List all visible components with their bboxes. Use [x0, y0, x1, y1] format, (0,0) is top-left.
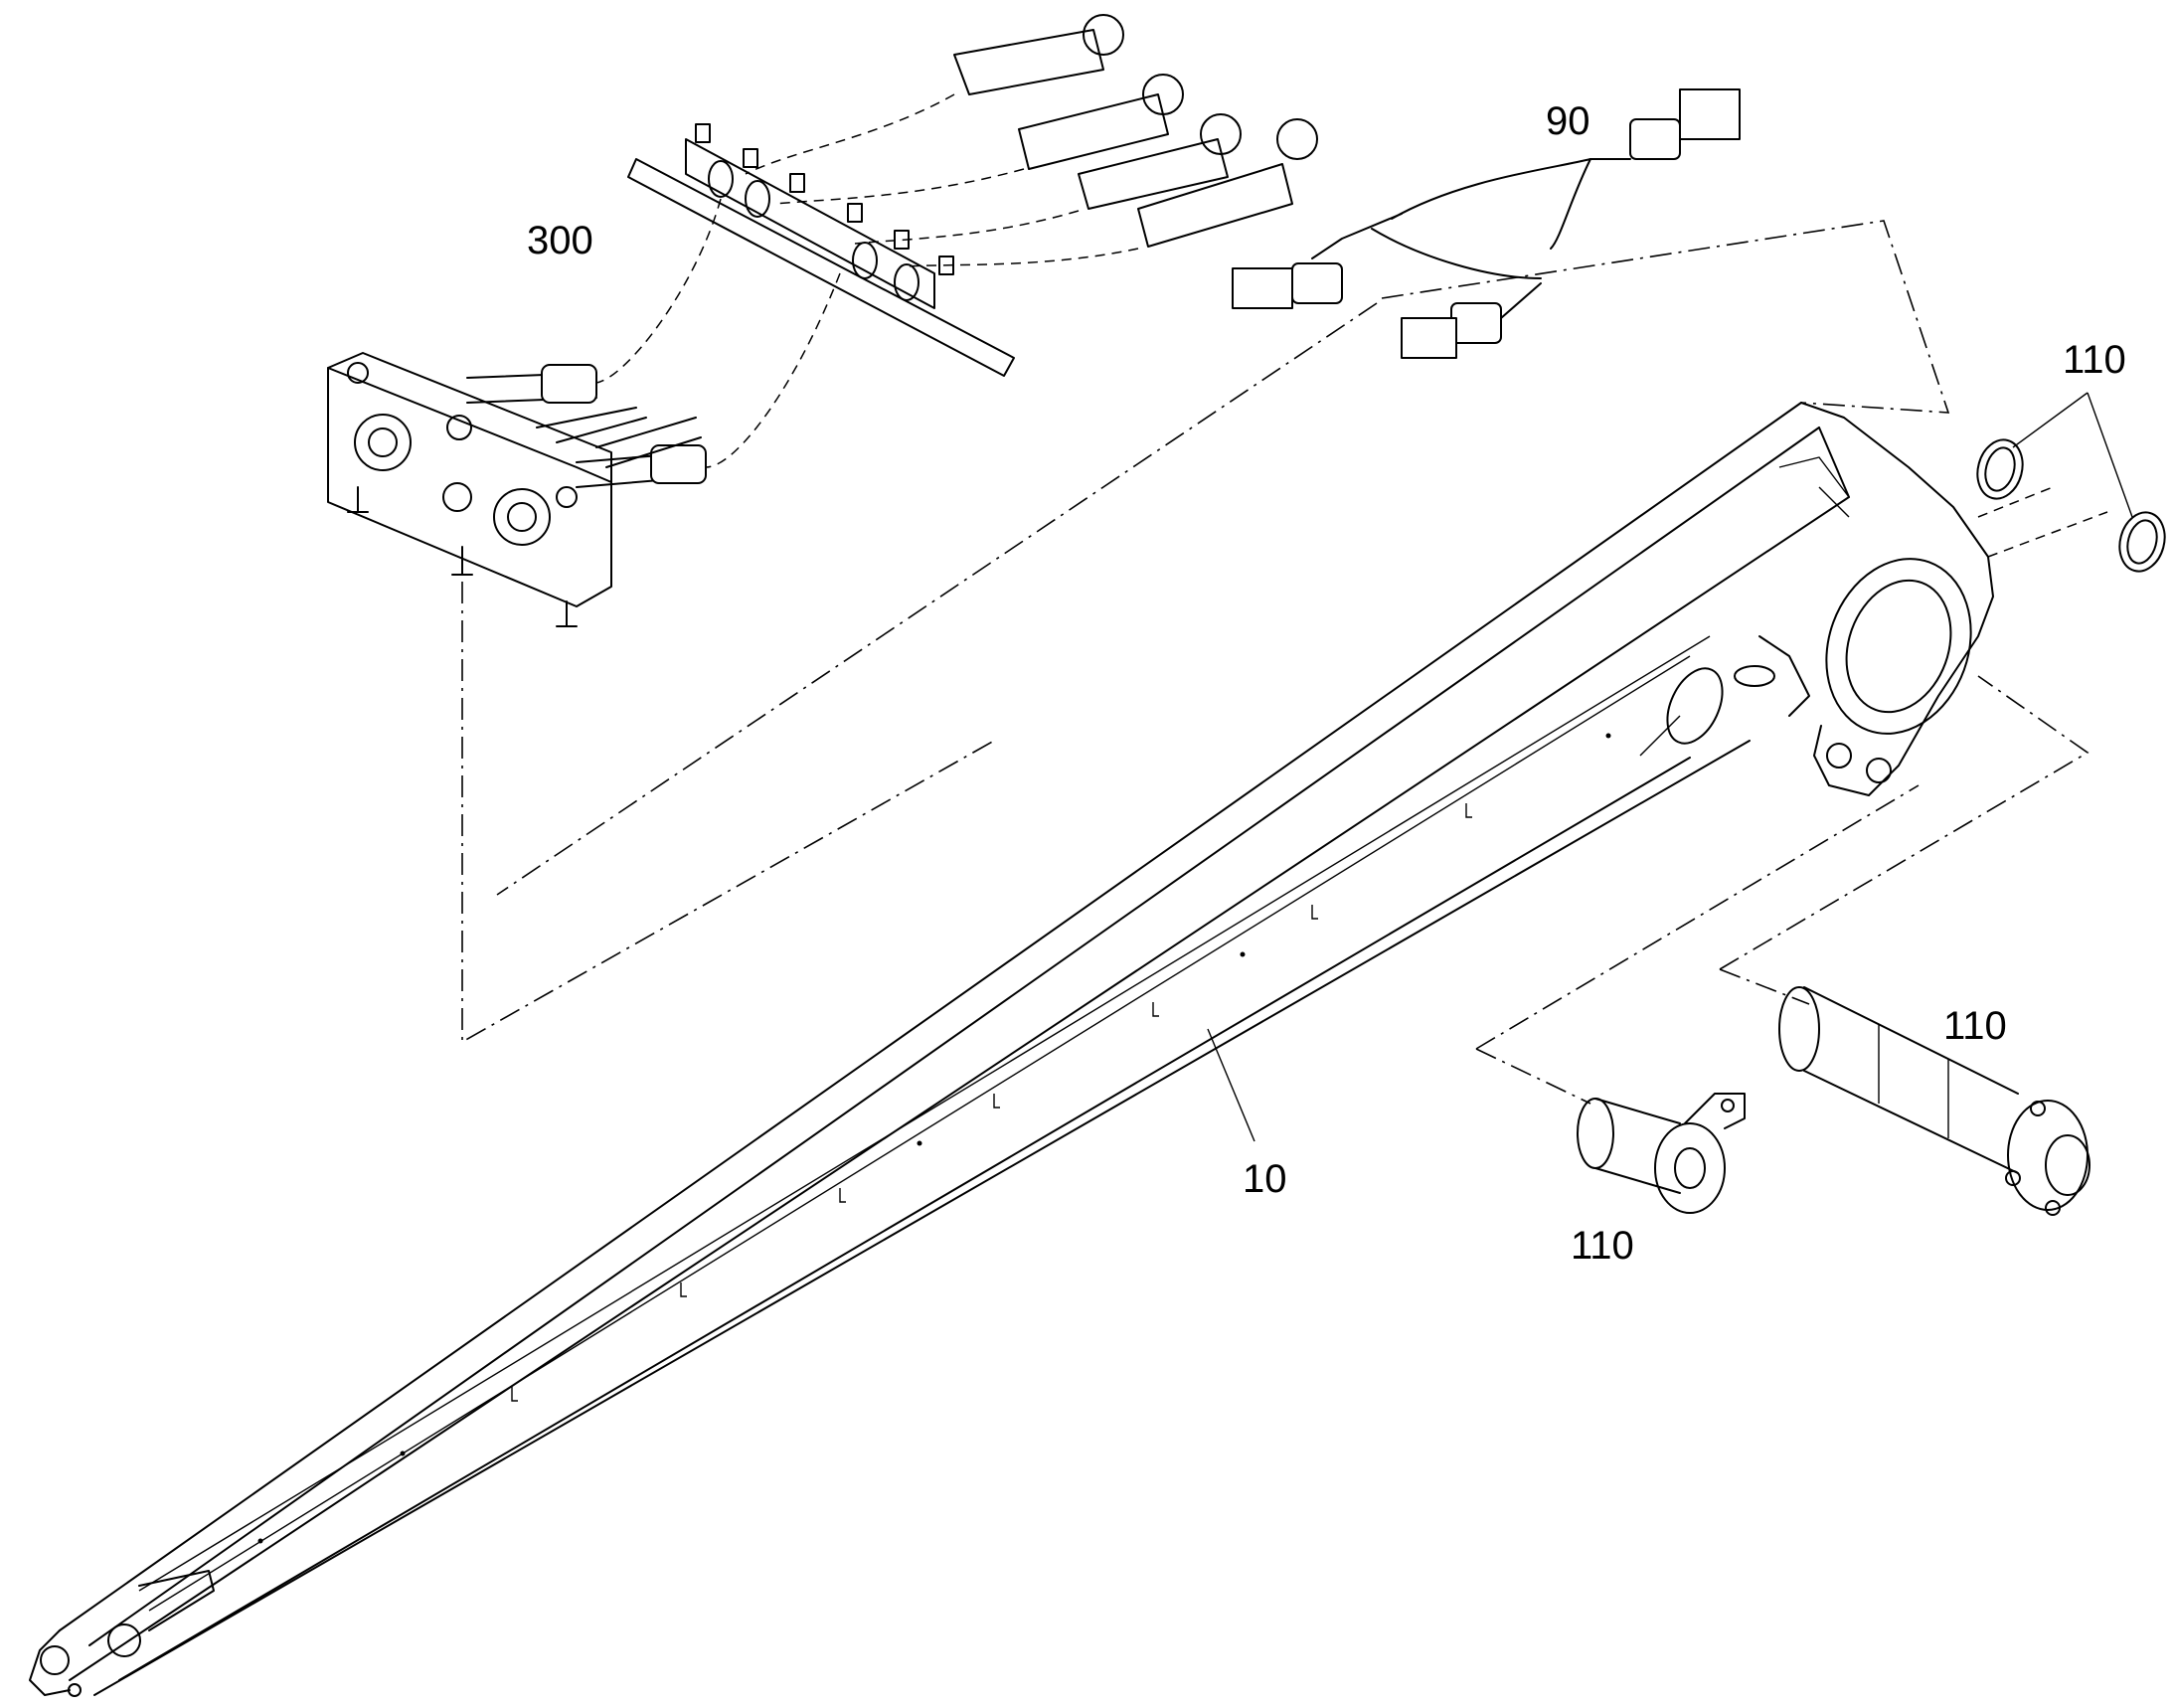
leader-line-110-rings-b [2087, 392, 2133, 518]
assembly-line-90 [1381, 220, 1950, 414]
hose-block-assembly-drawing [327, 123, 1015, 627]
ring-assembly-lines [1977, 486, 2108, 558]
callout-110-long-pin: 110 [1943, 1004, 2007, 1048]
hose-route-2 [774, 168, 1025, 205]
hose-route-1 [745, 93, 955, 175]
callout-90: 90 [1546, 99, 1590, 143]
seal-rings-drawing [1976, 438, 2166, 573]
assembly-line-90-b [496, 302, 1378, 896]
hydraulic-hoses [953, 14, 1318, 248]
long-pin-drawing [1778, 986, 2090, 1216]
pin-with-plate-drawing [1577, 1093, 1746, 1214]
assembly-line-long-pin [1719, 675, 2089, 1005]
callout-110-pin-plate: 110 [1571, 1224, 1634, 1268]
cable-harness-drawing [1232, 88, 1741, 359]
leader-line-10 [1207, 1028, 1255, 1142]
callout-300: 300 [527, 219, 593, 262]
assembly-line-pin-plate [1475, 784, 1920, 1105]
boom-drawing [29, 402, 1994, 1697]
hose-route-4 [904, 248, 1139, 267]
assembly-line-300 [461, 582, 995, 1044]
leader-line-110-rings-a [2012, 392, 2089, 448]
hose-route-6 [705, 272, 841, 468]
hose-route-5 [595, 198, 722, 384]
callout-10: 10 [1243, 1157, 1287, 1201]
callout-110-seal-rings: 110 [2063, 338, 2126, 382]
hose-route-3 [854, 210, 1080, 245]
